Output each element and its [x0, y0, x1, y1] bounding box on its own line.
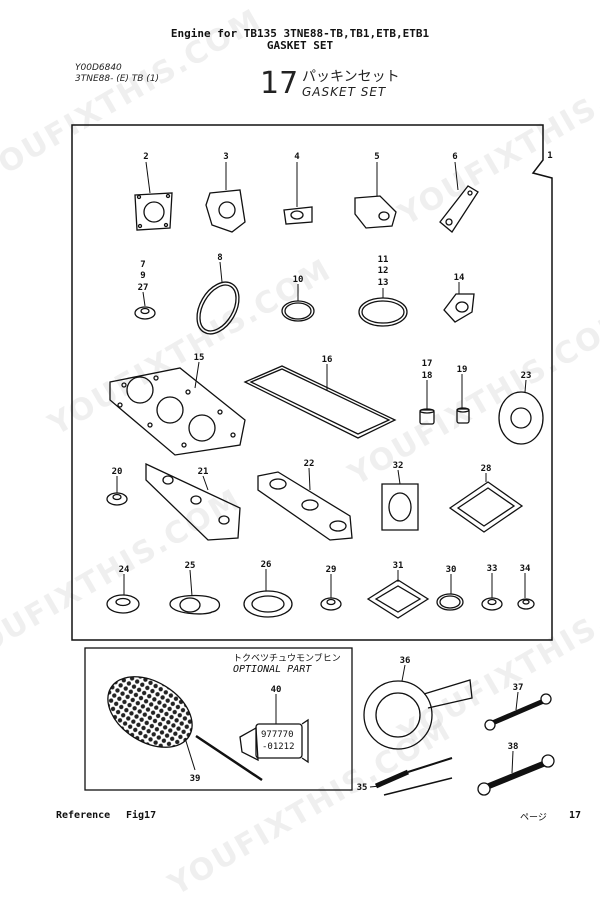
callout-4: 4 [294, 152, 300, 162]
callout-32: 32 [393, 461, 404, 471]
parts-diagram: トクベツチュウモンブヒン OPTIONAL PART [71, 124, 555, 796]
callout-30: 30 [446, 565, 457, 575]
part-4-gasket [283, 206, 313, 225]
part-3-gasket [205, 189, 246, 233]
optional-label-en: OPTIONAL PART [233, 664, 312, 675]
part-23-gasket [498, 391, 544, 445]
part-37-spanner [484, 693, 552, 731]
part-24-seal [106, 594, 140, 614]
callout-5: 5 [374, 152, 379, 162]
part-27-seal [134, 306, 156, 320]
part-34-seal [517, 598, 535, 610]
title-english: GASKET SET [302, 85, 387, 99]
callout-27: 27 [138, 283, 149, 293]
part-33-seal [481, 597, 503, 611]
optional-frame [84, 647, 353, 791]
part-39-cleaning-brush [107, 676, 263, 782]
optional-label-jp: トクベツチュウモンブヒン [233, 652, 341, 664]
footer-page-number: 17 [569, 810, 582, 821]
part-30-o-ring [436, 593, 464, 611]
callout-24: 24 [119, 565, 130, 575]
callout-23: 23 [521, 371, 532, 381]
part-26-gasket [243, 590, 293, 618]
callout-14: 14 [454, 273, 465, 283]
callout-21: 21 [198, 467, 209, 477]
part-8-o-ring [196, 281, 240, 335]
callout-40: 40 [271, 685, 282, 695]
callout-37: 37 [513, 683, 524, 693]
part-16-cover-gasket [243, 365, 397, 439]
part-5-gasket [354, 195, 397, 229]
callout-28: 28 [481, 464, 492, 474]
part-6-gasket [439, 185, 479, 233]
callout-25: 25 [185, 561, 196, 571]
callout-3: 3 [223, 152, 228, 162]
drawing-code: Y00D6840 [75, 63, 122, 73]
part-35-screwdriver [374, 757, 453, 796]
callout-20: 20 [112, 467, 123, 477]
tube-code-1: 977770 [261, 730, 294, 740]
part-20-washer [106, 492, 128, 506]
part-22-manifold-gasket [257, 471, 353, 541]
callout-19: 19 [457, 365, 468, 375]
part-13-o-ring [358, 297, 408, 327]
callout-36: 36 [400, 656, 411, 666]
callout-9: 9 [140, 271, 145, 281]
part-32-gasket [381, 483, 419, 531]
part-40-sealant-tube [239, 718, 309, 764]
callout-22: 22 [304, 459, 315, 469]
callout-26: 26 [261, 560, 272, 570]
callout-38: 38 [508, 742, 519, 752]
callout-13: 13 [378, 278, 389, 288]
part-14-gasket [443, 293, 475, 323]
callout-34: 34 [520, 564, 531, 574]
callout-35: 35 [357, 783, 368, 793]
part-10-o-ring [281, 300, 315, 322]
callout-11: 11 [378, 255, 389, 265]
callout-12: 12 [378, 266, 389, 276]
header-subtitle: GASKET SET [266, 39, 334, 52]
part-38-spanner [477, 754, 555, 796]
footer-page-label: ページ [520, 813, 547, 823]
part-19-seal [456, 407, 470, 424]
part-21-manifold-gasket [145, 462, 241, 541]
callout-39: 39 [190, 774, 201, 784]
callout-2: 2 [143, 152, 148, 162]
model-code: 3TNE88- (E) TB (1) [75, 74, 160, 84]
callout-16: 16 [322, 355, 333, 365]
callout-1: 1 [547, 151, 552, 161]
callout-8: 8 [217, 253, 222, 263]
callout-31: 31 [393, 561, 404, 571]
callout-33: 33 [487, 564, 498, 574]
callout-17: 17 [422, 359, 433, 369]
callout-6: 6 [452, 152, 457, 162]
title-japanese: パッキンセット [302, 69, 400, 85]
part-18-seal [419, 408, 435, 425]
callout-29: 29 [326, 565, 337, 575]
callout-10: 10 [293, 275, 304, 285]
part-31-gasket [366, 579, 430, 619]
part-36-ring-wrench [363, 679, 473, 750]
callout-18: 18 [422, 371, 433, 381]
tube-code-2: -01212 [262, 742, 295, 752]
part-15-head-gasket [109, 367, 246, 456]
part-28-gasket [448, 481, 524, 533]
footer-fig: Fig17 [126, 810, 157, 821]
callout-7: 7 [140, 260, 145, 270]
part-29-seal [320, 597, 342, 611]
main-frame [71, 124, 553, 641]
header-title: Engine for TB135 3TNE88-TB,TB1,ETB,ETB1 [170, 27, 430, 40]
footer-reference: Reference [56, 810, 111, 821]
figure-number: 17 [260, 66, 299, 101]
callout-15: 15 [194, 353, 205, 363]
part-2-gasket [134, 192, 173, 231]
part-25-gasket [169, 594, 221, 615]
